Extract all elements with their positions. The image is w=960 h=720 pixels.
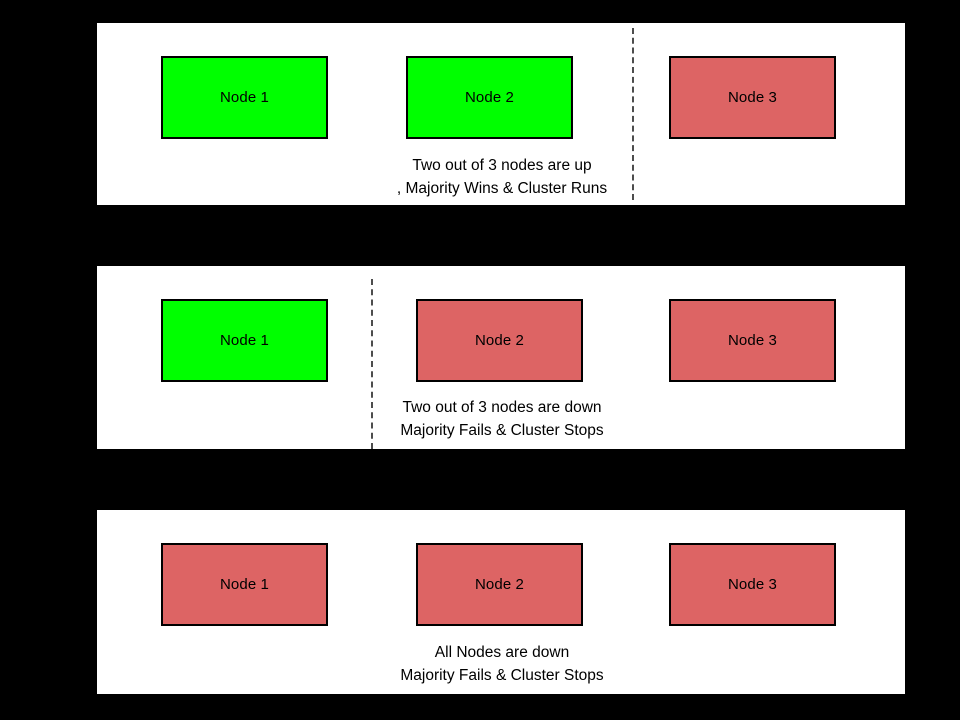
panel-3-caption: All Nodes are down Majority Fails & Clus… — [267, 641, 737, 687]
caption-line-2: Majority Fails & Cluster Stops — [400, 667, 604, 684]
panel-1-caption: Two out of 3 nodes are up , Majority Win… — [267, 154, 737, 200]
panel-3-node-3: Node 3 — [669, 543, 836, 626]
panel-2-node-2: Node 2 — [416, 299, 583, 382]
node-label: Node 2 — [475, 576, 524, 593]
panel-1-node-2: Node 2 — [406, 56, 573, 139]
node-label: Node 3 — [728, 576, 777, 593]
caption-line-1: Two out of 3 nodes are down — [402, 399, 602, 416]
node-label: Node 2 — [465, 89, 514, 106]
scenario-panel-2: Node 1 Node 2 Node 3 Two out of 3 nodes … — [97, 266, 905, 449]
panel-2-partition-line — [371, 279, 373, 449]
node-label: Node 3 — [728, 332, 777, 349]
panel-3-node-1: Node 1 — [161, 543, 328, 626]
caption-line-1: Two out of 3 nodes are up — [412, 157, 592, 174]
caption-line-1: All Nodes are down — [434, 644, 570, 661]
panel-3-node-2: Node 2 — [416, 543, 583, 626]
caption-line-2: Majority Fails & Cluster Stops — [400, 422, 604, 439]
panel-1-node-3: Node 3 — [669, 56, 836, 139]
panel-2-node-1: Node 1 — [161, 299, 328, 382]
node-label: Node 2 — [475, 332, 524, 349]
node-label: Node 1 — [220, 332, 269, 349]
node-label: Node 1 — [220, 576, 269, 593]
panel-1-partition-line — [632, 28, 634, 200]
panel-2-node-3: Node 3 — [669, 299, 836, 382]
caption-line-2: , Majority Wins & Cluster Runs — [396, 180, 608, 197]
panel-2-caption: Two out of 3 nodes are down Majority Fai… — [277, 396, 727, 442]
panel-1-node-1: Node 1 — [161, 56, 328, 139]
node-label: Node 3 — [728, 89, 777, 106]
scenario-panel-1: Node 1 Node 2 Node 3 Two out of 3 nodes … — [97, 23, 905, 205]
scenario-panel-3: Node 1 Node 2 Node 3 All Nodes are down … — [97, 510, 905, 694]
node-label: Node 1 — [220, 89, 269, 106]
